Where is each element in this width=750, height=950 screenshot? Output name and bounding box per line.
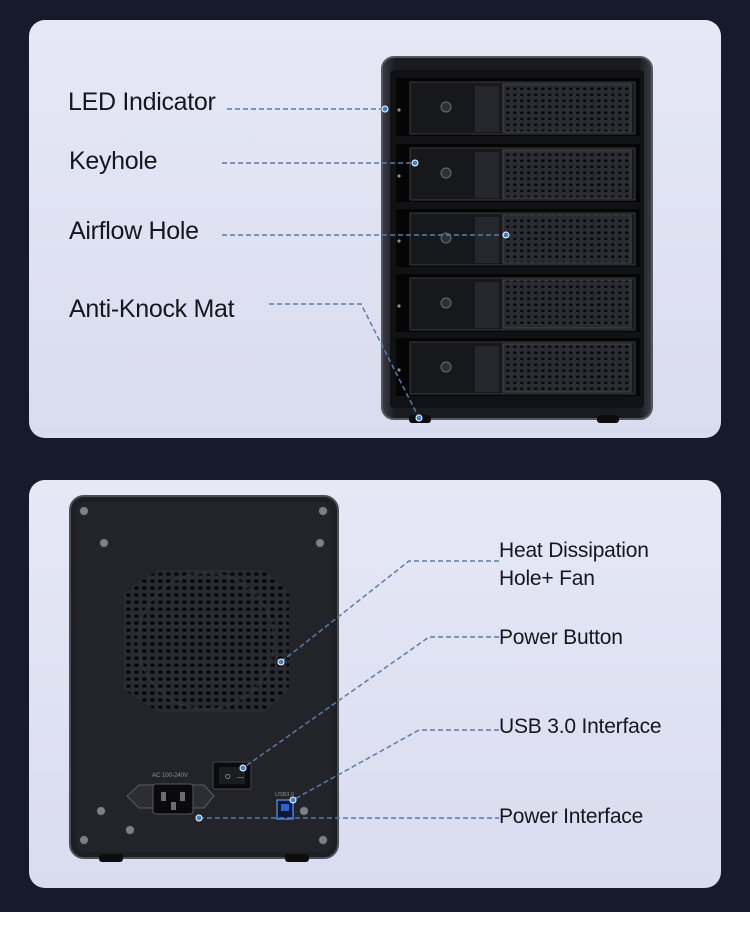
heat-dissipation-label-line1: Heat Dissipation	[499, 539, 649, 562]
ac-voltage-label: AC 100-240V	[152, 773, 188, 779]
usb-interface-label: USB 3.0 Interface	[499, 715, 662, 738]
back-view-panel: O — AC 100-240V USB3.0 Heat	[29, 480, 721, 888]
drive-bay-4	[396, 274, 640, 332]
front-foot-right	[597, 415, 619, 423]
heat-dissipation-label-line2: Hole+ Fan	[499, 567, 595, 590]
usb-callout-dot	[289, 796, 297, 804]
back-enclosure-illustration: O — AC 100-240V USB3.0	[69, 495, 499, 862]
airflow-hole-label: Airflow Hole	[69, 217, 199, 245]
power-button-label: Power Button	[499, 626, 623, 649]
power-button-callout-dot	[239, 764, 247, 772]
led-callout-dot	[381, 105, 389, 113]
drive-bay-2	[396, 144, 640, 202]
anti-knock-mat-label: Anti-Knock Mat	[69, 295, 235, 323]
heat-callout-dot	[277, 658, 285, 666]
power-interface-label: Power Interface	[499, 805, 644, 828]
airflow-callout-dot	[502, 231, 510, 239]
led-indicator-label: LED Indicator	[68, 88, 216, 116]
power-interface-callout-dot	[195, 814, 203, 822]
ac-power-socket	[126, 783, 215, 815]
drive-bay-1	[396, 78, 640, 136]
heat-callout-line	[280, 560, 499, 663]
usb-callout-line	[292, 729, 499, 801]
screw-top-left	[79, 506, 89, 516]
svg-text:—: —	[237, 774, 244, 781]
mat-callout-line	[269, 303, 420, 419]
drive-bay-3	[396, 209, 640, 267]
drive-bay-5	[396, 338, 640, 396]
front-view-panel: LED Indicator Keyhole Airflow Hole Anti-…	[29, 20, 721, 438]
svg-text:O: O	[225, 774, 231, 781]
front-enclosure-illustration	[222, 56, 653, 423]
keyhole-label: Keyhole	[69, 147, 158, 175]
screw-top-right	[318, 506, 328, 516]
keyhole-callout-dot	[411, 159, 419, 167]
fan-grille	[124, 570, 289, 712]
mat-callout-dot	[415, 414, 423, 422]
heat-dissipation-label: Heat Dissipation Hole+ Fan	[499, 537, 649, 593]
usb-port-label: USB3.0	[275, 792, 294, 798]
